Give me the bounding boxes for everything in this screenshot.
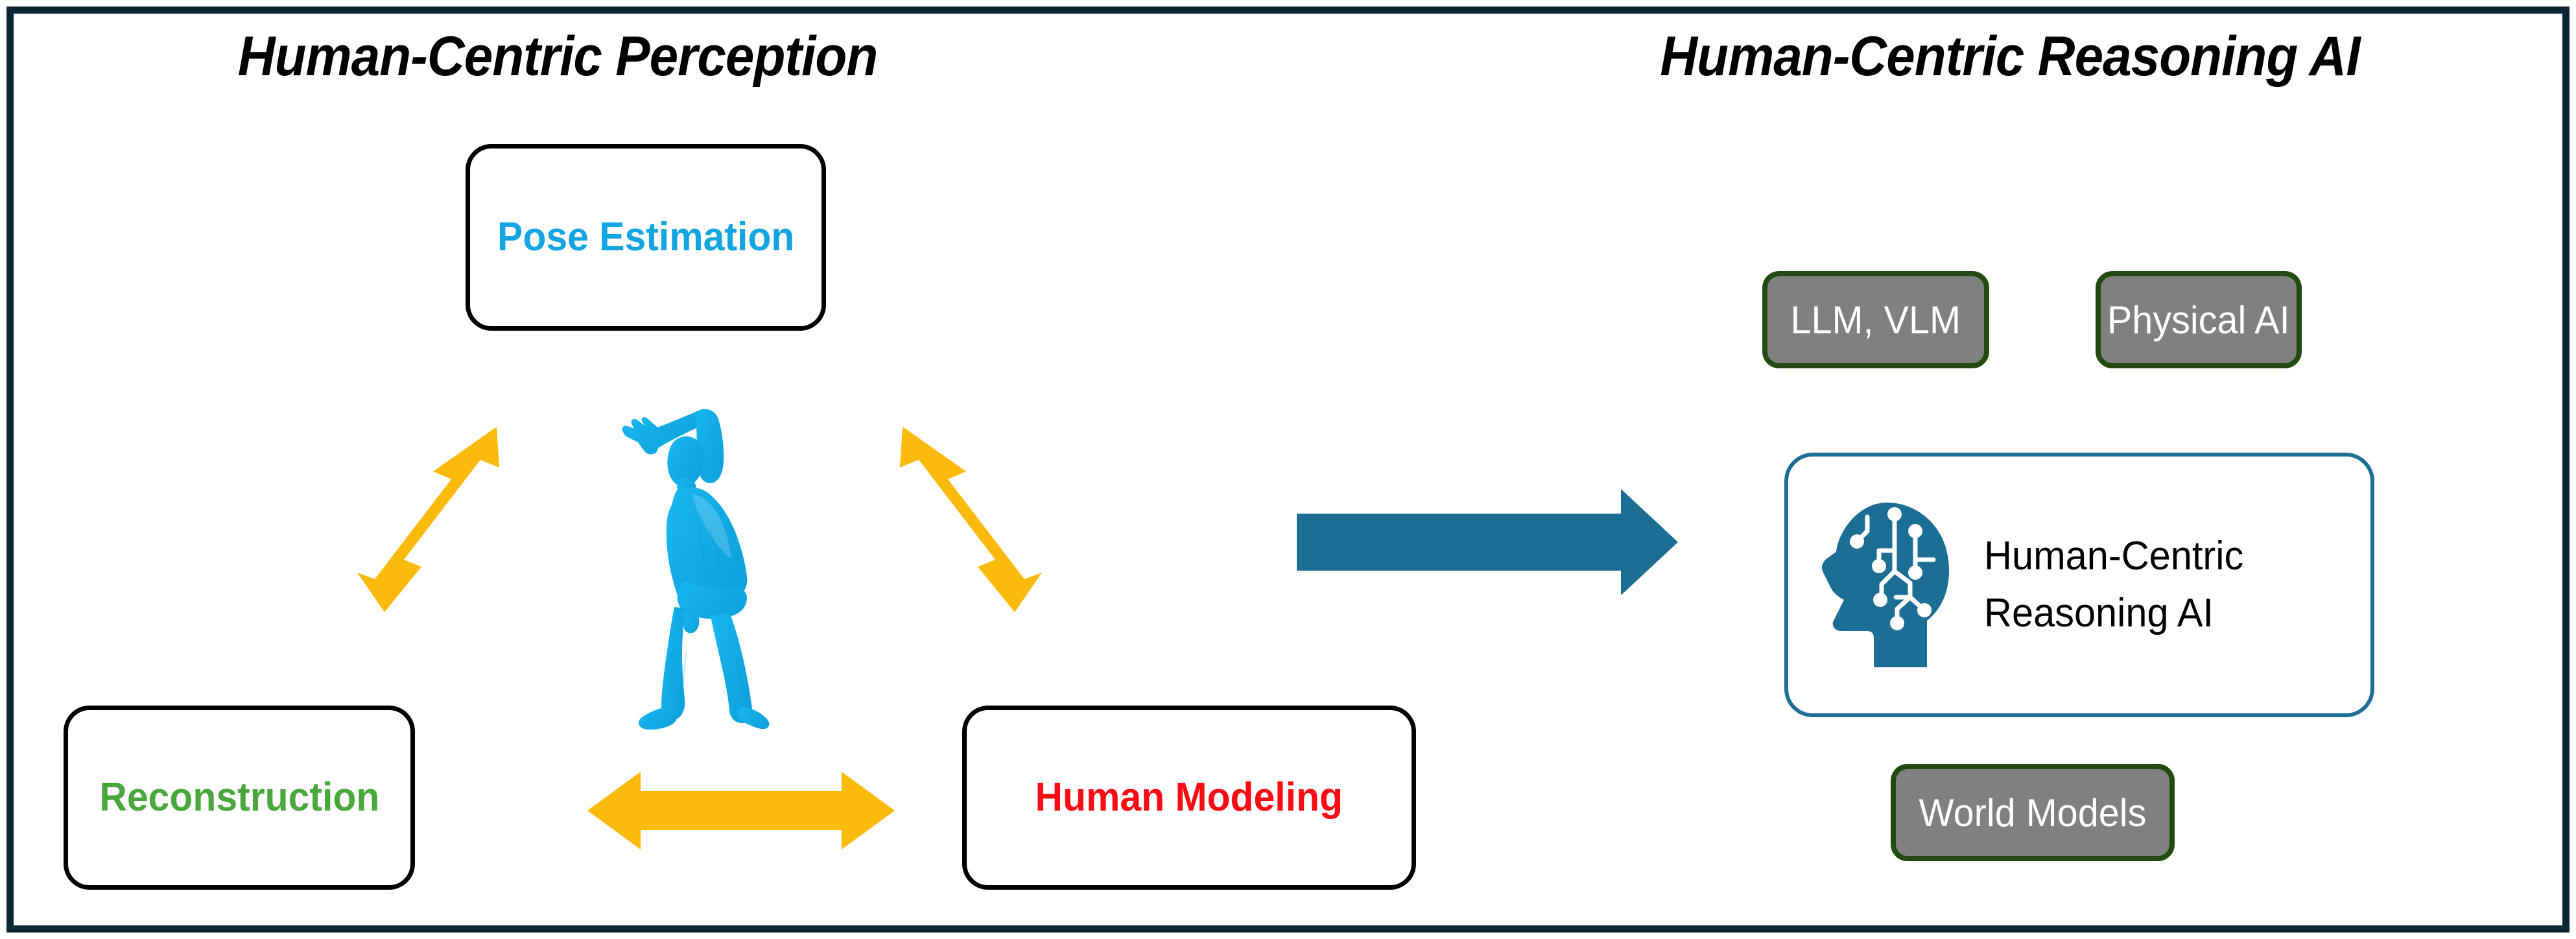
card-reasoning-line1: Human-Centric bbox=[1984, 533, 2244, 578]
box-human-modeling-label: Human Modeling bbox=[1035, 775, 1343, 820]
box-reconstruction-label: Reconstruction bbox=[99, 775, 379, 820]
human-body-mesh-icon bbox=[622, 409, 770, 730]
pill-physical-ai[interactable]: Physical AI bbox=[2096, 271, 2302, 368]
pill-physical-ai-label: Physical AI bbox=[2107, 298, 2290, 342]
double-arrow-diagonal-ne-icon bbox=[357, 427, 499, 612]
pill-llm-vlm[interactable]: LLM, VLM bbox=[1762, 271, 1989, 368]
pill-world-models-label: World Models bbox=[1919, 790, 2147, 835]
left-section-title: Human-Centric Perception bbox=[237, 25, 878, 88]
double-arrow-diagonal-nw-icon bbox=[900, 427, 1042, 612]
card-reasoning-text: Human-Centric Reasoning AI bbox=[1984, 528, 2254, 642]
pill-world-models[interactable]: World Models bbox=[1891, 764, 2175, 861]
card-reasoning-line2: Reasoning AI bbox=[1984, 591, 2214, 636]
brain-circuit-head-icon bbox=[1822, 503, 1950, 667]
card-human-centric-reasoning-ai[interactable]: Human-Centric Reasoning AI bbox=[1784, 453, 2374, 717]
double-arrow-horizontal-icon bbox=[587, 772, 895, 850]
box-reconstruction[interactable]: Reconstruction bbox=[64, 706, 415, 890]
box-pose-estimation-label: Pose Estimation bbox=[497, 215, 795, 260]
right-section-title: Human-Centric Reasoning AI bbox=[1660, 25, 2360, 88]
pill-llm-vlm-label: LLM, VLM bbox=[1790, 298, 1961, 342]
transition-right-arrow-icon bbox=[1297, 489, 1678, 595]
box-pose-estimation[interactable]: Pose Estimation bbox=[466, 144, 826, 331]
box-human-modeling[interactable]: Human Modeling bbox=[962, 706, 1416, 890]
